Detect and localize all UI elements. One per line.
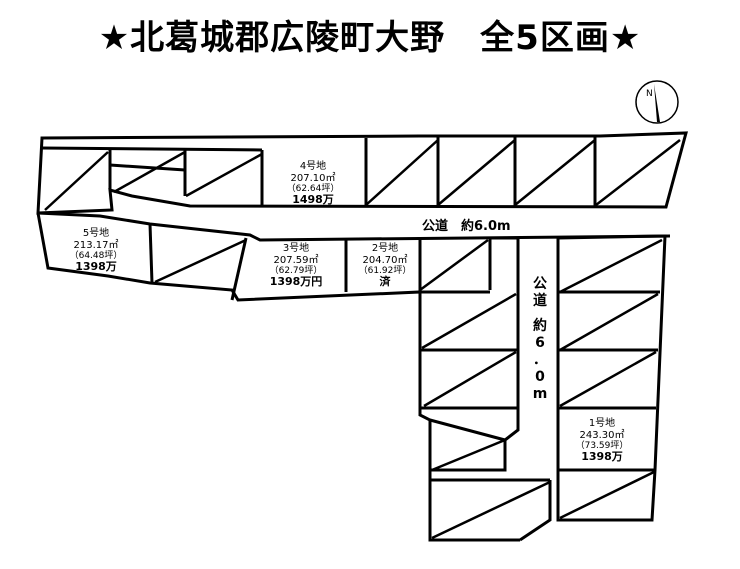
lot-label-5: 5号地 213.17㎡ （64.48坪） 1398万: [69, 228, 123, 274]
road-char: 0: [535, 369, 545, 385]
road-char: 公: [533, 276, 547, 292]
road-char: ．: [533, 352, 547, 368]
south-west-block: [37, 211, 671, 242]
north-lot-divider: [109, 163, 186, 172]
lot-divider: [519, 480, 552, 542]
lot-divider: [429, 418, 506, 442]
lot-divider: [148, 223, 154, 284]
road-char: 約: [533, 318, 547, 334]
road-char: [530, 310, 550, 318]
east-block: [556, 234, 667, 522]
north-lot-divider: [41, 146, 263, 152]
road-char: 道: [533, 293, 547, 309]
north-arrow-icon: N: [635, 80, 679, 124]
road-char: 6: [535, 335, 545, 351]
north-block: [36, 131, 688, 215]
lot-divider: [430, 236, 520, 472]
road-label-vertical: 公 道 約 6 ． 0 m: [530, 276, 550, 403]
lot-divider: [230, 237, 248, 301]
lot-label-1: 1号地 243.30㎡ （73.59坪） 1398万: [575, 418, 629, 464]
road-label-horizontal: 公道 約6.0m: [422, 219, 511, 234]
lot-label-2: 2号地 204.70㎡ （61.92坪） 済: [358, 243, 412, 289]
page-title: ★北葛城郡広陵町大野 全5区画★: [98, 18, 642, 58]
lot-label-4: 4号地 207.10㎡ （62.64坪） 1498万: [286, 161, 340, 207]
road-char: m: [532, 386, 548, 402]
south-west-block: [36, 212, 520, 542]
lot-label-3: 3号地 207.59㎡ （62.79坪） 1398万円: [269, 243, 323, 289]
compass-label: N: [646, 89, 653, 99]
